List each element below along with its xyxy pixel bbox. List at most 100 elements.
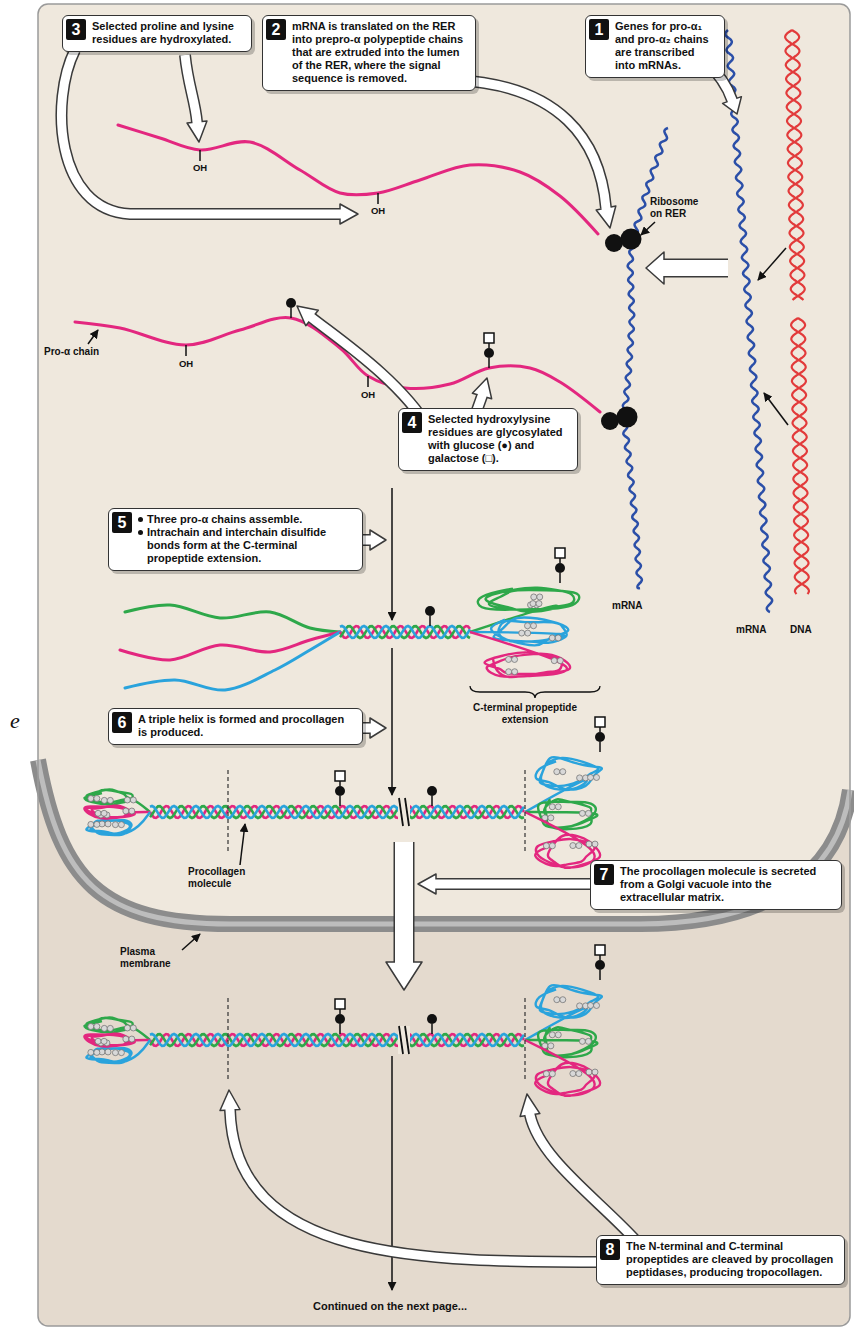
callout-number: 3 <box>66 19 86 40</box>
disulfide-bond <box>555 635 561 641</box>
callout-box: 3Selected proline and lysine residues ar… <box>62 15 252 52</box>
triple-helix-strand <box>340 626 470 638</box>
disulfide-bond <box>549 843 555 849</box>
disulfide-bond <box>588 1002 594 1008</box>
secretion-arrow <box>386 962 422 990</box>
callout-box: 6A triple helix is formed and procollage… <box>108 708 363 745</box>
callout-text: Selected hydroxylysine residues are glyc… <box>428 413 570 465</box>
hydroxyl-tick <box>185 345 187 356</box>
disulfide-bond <box>95 810 101 816</box>
break-gap <box>398 798 410 826</box>
disulfide-bond <box>557 658 563 664</box>
glucose-symbol <box>425 606 435 616</box>
cleavage-site-line <box>227 770 228 854</box>
break-mark <box>399 798 403 826</box>
propeptide-globule <box>525 799 597 829</box>
cleavage-site-line <box>227 998 228 1082</box>
part-label: Procollagen molecule <box>188 866 260 890</box>
transcription-arrow <box>662 260 728 276</box>
ribosome-subunit <box>621 229 642 250</box>
callout-pointer <box>434 880 600 889</box>
glycosyl-stem <box>559 573 561 583</box>
break-mark <box>405 1026 409 1054</box>
secretion-arrow <box>395 842 413 964</box>
callout-box: 2mRNA is translated on the RER into prep… <box>262 15 476 91</box>
disulfide-bond <box>576 1071 582 1077</box>
triple-helix-strand <box>150 806 524 818</box>
disulfide-bond <box>94 795 100 801</box>
disulfide-bond <box>123 1036 129 1042</box>
disulfide-bond <box>551 658 557 664</box>
thin-arrow <box>391 648 393 795</box>
triple-helix-strand <box>340 626 470 638</box>
thin-arrow <box>641 222 655 235</box>
disulfide-bond <box>585 810 591 816</box>
disulfide-bond <box>554 997 560 1003</box>
bracket <box>470 686 600 698</box>
triple-helix-strand <box>150 1034 524 1046</box>
disulfide-bond <box>549 635 555 641</box>
part-label: Pro-α chain <box>44 346 99 358</box>
callout-text: The procollagen molecule is secreted fro… <box>620 865 834 904</box>
galactose-symbol <box>595 945 605 955</box>
disulfide-bond <box>549 1071 555 1077</box>
disulfide-bond <box>94 1023 100 1029</box>
glucose-symbol <box>555 563 565 573</box>
glucose-symbol <box>335 1014 345 1024</box>
mrna-strand <box>725 30 772 612</box>
cleavage-site-line <box>524 998 525 1082</box>
disulfide-bond <box>130 797 136 803</box>
hydroxyl-label: OH <box>371 205 385 216</box>
callout-text: The N-terminal and C-terminal propeptide… <box>626 1240 837 1279</box>
disulfide-bond <box>94 821 100 827</box>
callout-pointer <box>230 1110 610 1262</box>
cell-interior <box>38 4 850 924</box>
disulfide-bond <box>549 804 555 810</box>
propeptide-globule <box>84 806 150 819</box>
propeptide-globule <box>470 632 570 677</box>
disulfide-bond <box>506 669 512 675</box>
disulfide-bond <box>130 1025 136 1031</box>
disulfide-bond <box>577 1003 583 1009</box>
pointer-layer <box>61 50 741 1262</box>
dna-strand <box>785 30 804 300</box>
disulfide-bond <box>112 822 118 828</box>
disulfide-bond <box>124 797 130 803</box>
triple-helix-strand <box>340 626 470 638</box>
callout-number: 4 <box>402 412 422 433</box>
disulfide-bond <box>101 810 107 816</box>
callout-pointer <box>187 121 207 142</box>
callout-box: 1Genes for pro-α₁ and pro-α₂ chains are … <box>585 15 725 78</box>
ribosome-subunit <box>601 412 619 430</box>
callout-text: Genes for pro-α₁ and pro-α₂ chains are t… <box>615 20 717 72</box>
glycosyl-stem <box>290 308 292 318</box>
thin-arrow <box>758 248 786 280</box>
disulfide-bond <box>594 1002 600 1008</box>
disulfide-bond <box>112 1050 118 1056</box>
glycosyl-stem <box>431 1024 433 1034</box>
hydroxyl-tick <box>367 376 369 387</box>
galactose-symbol <box>595 717 605 727</box>
figure-frame <box>38 4 850 1326</box>
disulfide-bond <box>101 797 107 803</box>
propeptide-globule <box>525 1040 600 1096</box>
galactose-symbol <box>335 999 345 1009</box>
disulfide-bond <box>570 843 576 849</box>
break-mark <box>399 1026 403 1054</box>
galactose-symbol <box>484 333 494 343</box>
disulfide-bond <box>579 1038 585 1044</box>
disulfide-bond <box>105 821 111 827</box>
disulfide-bond <box>579 810 585 816</box>
dna-strand <box>785 30 804 300</box>
disulfide-bond <box>555 804 561 810</box>
callout-pointer <box>370 530 386 550</box>
break-mark <box>405 798 409 826</box>
disulfide-bond <box>594 774 600 780</box>
callout-pointer <box>220 1090 240 1110</box>
ribosome-subunit <box>605 234 623 252</box>
callout-pointer <box>185 55 197 124</box>
disulfide-bond <box>129 1036 135 1042</box>
disulfide-bond <box>95 1038 101 1044</box>
hydroxyl-label: OH <box>361 389 375 400</box>
